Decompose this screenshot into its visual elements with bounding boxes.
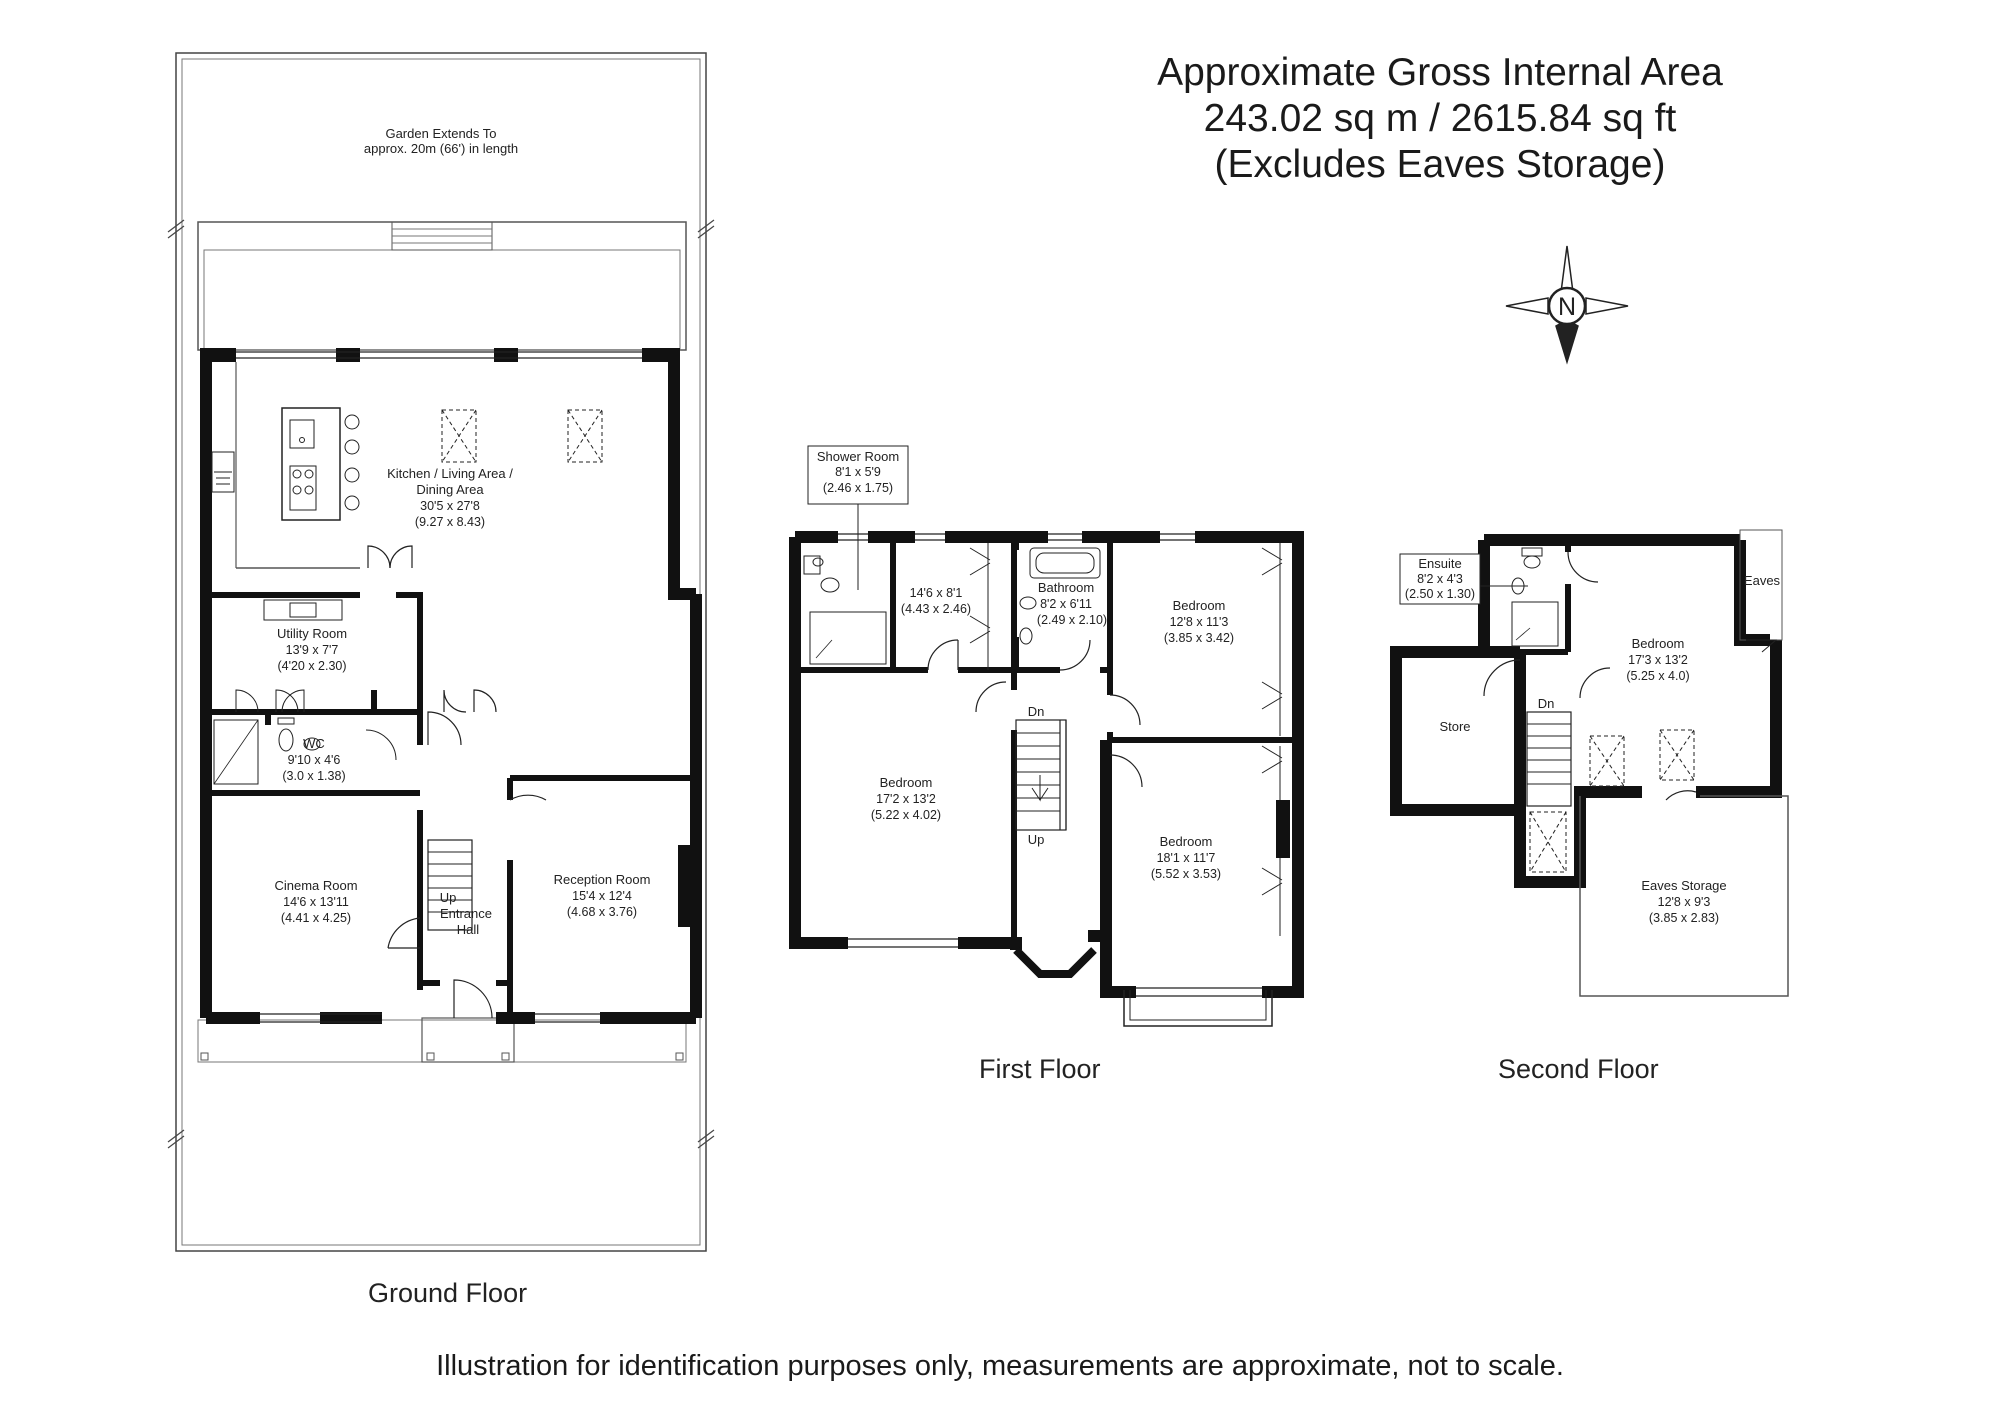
hall-name-2: Hall (457, 922, 480, 937)
shower-metric: (2.46 x 1.75) (823, 481, 893, 495)
reception-metric: (4.68 x 3.76) (567, 905, 637, 919)
bathroom-imperial: 8'2 x 6'11 (1040, 597, 1092, 611)
first-floor-label: First Floor (979, 1054, 1101, 1084)
ensuite-name: Ensuite (1418, 556, 1461, 571)
garden-boundary (175, 52, 707, 1252)
eaves-storage-imperial: 12'8 x 9'3 (1658, 895, 1711, 909)
kitchen-imperial: 30'5 x 27'8 (420, 499, 480, 513)
compass-icon: N (1505, 245, 1629, 365)
wc-metric: (3.0 x 1.38) (282, 769, 345, 783)
second-bedroom-name: Bedroom (1632, 636, 1685, 651)
cinema-imperial: 14'6 x 13'11 (283, 895, 349, 909)
bedroom-se-imperial: 18'1 x 11'7 (1157, 851, 1216, 865)
second-stairs-dn: Dn (1538, 696, 1555, 711)
eaves-label: Eaves (1744, 573, 1781, 588)
header-line-2: 243.02 sq m / 2615.84 sq ft (1203, 97, 1677, 140)
garden-line-2: approx. 20m (66') in length (364, 141, 518, 156)
second-bedroom-imperial: 17'3 x 13'2 (1628, 653, 1688, 667)
ground-floor-plan: Garden Extends To approx. 20m (66') in l… (167, 52, 715, 1252)
second-floor-label: Second Floor (1498, 1054, 1659, 1084)
eaves-storage-name: Eaves Storage (1641, 878, 1726, 893)
cinema-name: Cinema Room (274, 878, 357, 893)
shower-name: Shower Room (817, 449, 899, 464)
garden-line-1: Garden Extends To (385, 126, 496, 141)
first-stairs-up: Up (1028, 832, 1045, 847)
disclaimer-footer: Illustration for identification purposes… (436, 1350, 1564, 1382)
bedroom-se-name: Bedroom (1160, 834, 1213, 849)
bedroom-se-metric: (5.52 x 3.53) (1151, 867, 1221, 881)
kitchen-name-2: Dining Area (416, 482, 484, 497)
first-floor-plan: Shower Room 8'1 x 5'9 (2.46 x 1.75) 14'6… (789, 445, 1304, 1027)
reception-imperial: 15'4 x 12'4 (572, 889, 632, 903)
kitchen-name-1: Kitchen / Living Area / (387, 466, 513, 481)
first-stairs-dn: Dn (1028, 704, 1045, 719)
ensuite-metric: (2.50 x 1.30) (1405, 587, 1475, 601)
hall-up: Up (440, 890, 457, 905)
compass-north-label: N (1558, 293, 1576, 321)
header-line-3: (Excludes Eaves Storage) (1214, 143, 1666, 186)
second-bedroom-metric: (5.25 x 4.0) (1626, 669, 1689, 683)
wc-name: WC (303, 736, 325, 751)
bedroom-w-metric: (5.22 x 4.02) (871, 808, 941, 822)
gross-area-header: Approximate Gross Internal Area 243.02 s… (1000, 50, 1880, 188)
header-line-1: Approximate Gross Internal Area (1157, 51, 1723, 94)
kitchen-metric: (9.27 x 8.43) (415, 515, 485, 529)
bedroom-w-name: Bedroom (880, 775, 933, 790)
hall-name-1: Entrance (440, 906, 492, 921)
small-room-imperial: 14'6 x 8'1 (910, 586, 963, 600)
bedroom-ne-imperial: 12'8 x 11'3 (1170, 615, 1229, 629)
bathroom-metric: (2.49 x 2.10) (1037, 613, 1107, 627)
reception-name: Reception Room (554, 872, 651, 887)
bedroom-ne-metric: (3.85 x 3.42) (1164, 631, 1234, 645)
small-room-metric: (4.43 x 2.46) (901, 602, 971, 616)
ensuite-imperial: 8'2 x 4'3 (1417, 572, 1463, 586)
utility-name: Utility Room (277, 626, 347, 641)
store-name: Store (1439, 719, 1470, 734)
bedroom-ne-name: Bedroom (1173, 598, 1226, 613)
wc-imperial: 9'10 x 4'6 (288, 753, 341, 767)
cinema-metric: (4.41 x 4.25) (281, 911, 351, 925)
bedroom-w-imperial: 17'2 x 13'2 (876, 792, 936, 806)
utility-imperial: 13'9 x 7'7 (286, 643, 339, 657)
bathroom-name: Bathroom (1038, 580, 1094, 595)
eaves-storage-metric: (3.85 x 2.83) (1649, 911, 1719, 925)
utility-metric: (4'20 x 2.30) (277, 659, 346, 673)
ground-floor-label: Ground Floor (368, 1278, 528, 1308)
second-floor-plan: Ensuite 8'2 x 4'3 (2.50 x 1.30) Store Be… (1390, 529, 1789, 997)
shower-imperial: 8'1 x 5'9 (835, 465, 881, 479)
